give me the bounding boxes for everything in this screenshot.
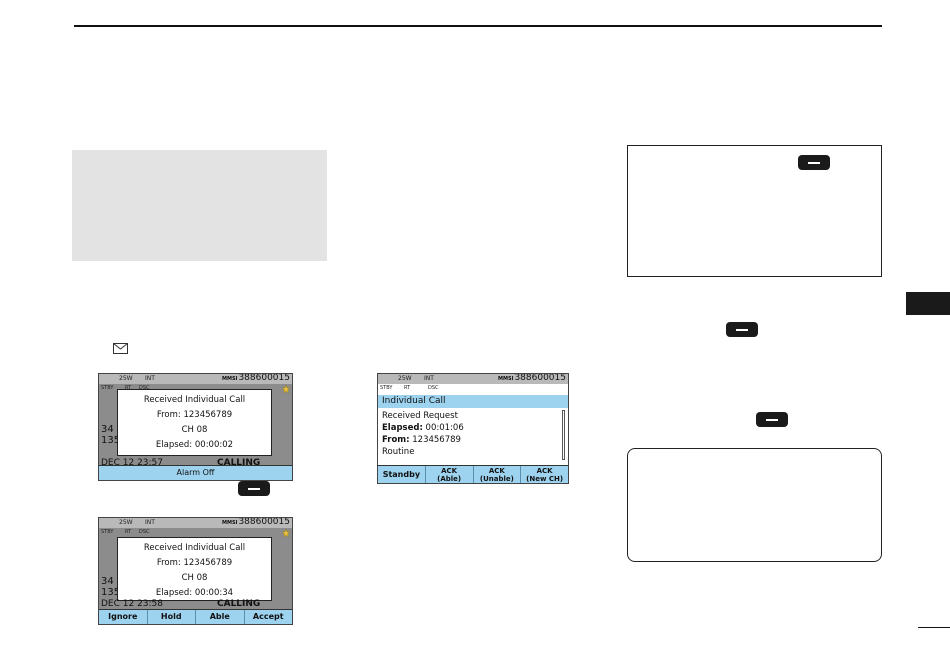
mode-label: INT	[424, 375, 434, 382]
popup-elapsed: Elapsed: 00:00:02	[155, 440, 234, 450]
popup-channel: CH 08	[181, 573, 208, 583]
header-rule	[74, 25, 882, 27]
standby-button[interactable]: Standby	[382, 469, 421, 479]
elapsed-line: Elapsed: 00:01:06	[382, 423, 464, 433]
calling-label: CALLING	[217, 599, 261, 609]
note-frame	[627, 145, 882, 277]
tab-stby: STBY	[380, 385, 393, 391]
section-tab	[906, 292, 950, 315]
popup-from: From: 123456789	[156, 410, 233, 420]
tab-rt: RT	[404, 385, 411, 391]
mmsi-readout: MMSI388600015	[222, 517, 290, 527]
tab-rt: RT	[125, 385, 132, 391]
mode-label: INT	[145, 519, 155, 526]
channel-digits: 34	[101, 576, 114, 587]
star-icon	[282, 385, 290, 393]
status-bar: 25W INT MMSI388600015	[99, 374, 292, 384]
category-line: Routine	[382, 447, 415, 457]
envelope-icon	[113, 343, 128, 354]
popup-title: Received Individual Call	[143, 543, 246, 553]
power-label: 25W	[398, 375, 412, 382]
freq-digits: 135	[101, 587, 121, 598]
calling-label: CALLING	[217, 458, 261, 468]
tab-stby: STBY	[101, 385, 114, 391]
mode-tabs: STBY RT DSC	[378, 384, 568, 393]
popup-elapsed: Elapsed: 00:00:34	[155, 588, 234, 598]
popup-channel: CH 08	[181, 425, 208, 435]
mmsi-readout: MMSI388600015	[498, 373, 566, 383]
mode-tabs: STBY RT DSC	[99, 384, 292, 392]
softkey-bar: Standby ACK(Able) ACK(Unable) ACK(New CH…	[378, 465, 568, 483]
from-line: From: 123456789	[382, 435, 461, 445]
freq-digits: 135	[101, 435, 121, 446]
status-bar: 25W INT MMSI388600015	[99, 518, 292, 528]
able-button[interactable]: Able	[195, 610, 244, 624]
softkey-icon	[756, 412, 788, 427]
tab-dsc: DSC	[428, 385, 439, 391]
hold-button[interactable]: Hold	[146, 610, 196, 624]
request-line: Received Request	[382, 411, 458, 421]
mode-label: INT	[145, 375, 155, 382]
date-bar: DEC 12 23:57 CALLING	[99, 458, 292, 468]
softkey-icon	[726, 322, 758, 337]
date-bar: DEC 12 23:58 CALLING	[99, 599, 292, 609]
tab-stby: STBY	[101, 529, 114, 535]
received-call-popup: Received Individual Call From: 123456789…	[117, 537, 272, 601]
radio-screen-response: 25W INT MMSI388600015 STBY RT DSC 34 135…	[98, 517, 293, 625]
softkey-bar: Ignore Hold Able Accept	[99, 609, 292, 624]
radio-screen-individual-call: 25W INT MMSI388600015 STBY RT DSC Indivi…	[377, 373, 569, 484]
ignore-button[interactable]: Ignore	[108, 612, 138, 621]
softkey-bar: Alarm Off	[99, 465, 292, 480]
page-number-rule	[918, 627, 950, 628]
tab-dsc: DSC	[139, 529, 150, 535]
ack-new-ch-button[interactable]: ACK(New CH)	[520, 466, 568, 483]
accept-button[interactable]: Accept	[243, 610, 293, 624]
call-header: Individual Call	[378, 395, 568, 408]
popup-from: From: 123456789	[156, 558, 233, 568]
tab-dsc: DSC	[139, 385, 150, 391]
status-bar: 25W INT MMSI388600015	[378, 374, 568, 384]
popup-title: Received Individual Call	[143, 395, 246, 405]
scrollbar[interactable]	[562, 410, 565, 460]
alarm-off-button[interactable]: Alarm Off	[176, 468, 215, 477]
mode-tabs: STBY RT DSC	[99, 528, 292, 536]
received-call-popup: Received Individual Call From: 123456789…	[117, 389, 272, 456]
note-box	[72, 150, 327, 261]
date-time: DEC 12 23:57	[101, 458, 164, 468]
ack-able-button[interactable]: ACK(Able)	[424, 466, 473, 483]
mmsi-readout: MMSI388600015	[222, 373, 290, 383]
power-label: 25W	[119, 519, 133, 526]
power-label: 25W	[119, 375, 133, 382]
radio-screen-alarm: 25W INT MMSI388600015 STBY RT DSC 34 135…	[98, 373, 293, 481]
star-icon	[282, 529, 290, 537]
softkey-icon	[238, 481, 270, 496]
tip-frame	[627, 448, 882, 562]
date-time: DEC 12 23:58	[101, 599, 164, 609]
ack-unable-button[interactable]: ACK(Unable)	[472, 466, 521, 483]
tab-rt: RT	[125, 529, 132, 535]
softkey-icon	[798, 155, 830, 170]
channel-digits: 34	[101, 424, 114, 435]
